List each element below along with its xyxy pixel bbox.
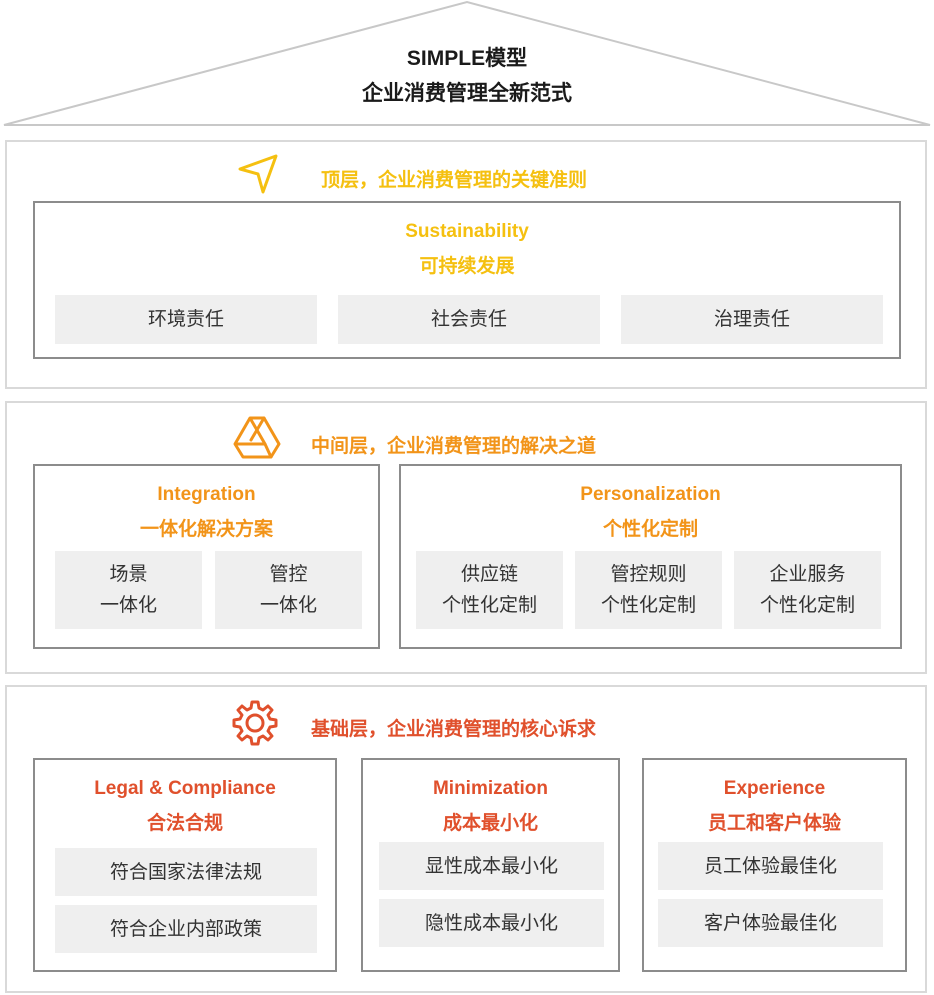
sustainability-title: Sustainability	[405, 221, 529, 242]
item-line: 供应链	[460, 564, 518, 585]
drive-triangle-icon	[233, 413, 281, 461]
personalization-title: Personalization	[580, 484, 721, 505]
item-line: 个性化定制	[441, 595, 537, 616]
experience-title: Experience	[723, 778, 826, 799]
item-implicit-cost-minimization: 隐性成本最小化	[379, 899, 604, 947]
item-social-responsibility: 社会责任	[338, 295, 600, 344]
item-environmental-responsibility: 环境责任	[55, 295, 317, 344]
item-internal-policy-compliance: 符合企业内部政策	[55, 905, 317, 953]
item-control-rules-customization: 管控规则 个性化定制	[575, 551, 722, 629]
personalization-subtitle: 个性化定制	[602, 519, 698, 540]
item-governance-responsibility: 治理责任	[621, 295, 883, 344]
legal-compliance-subtitle: 合法合规	[146, 813, 223, 834]
base-layer: 基础层，企业消费管理的核心诉求 Legal & Compliance 合法合规 …	[5, 685, 927, 993]
legal-compliance-title: Legal & Compliance	[94, 778, 276, 799]
item-line: 场景	[109, 564, 148, 585]
experience-subtitle: 员工和客户体验	[707, 813, 841, 834]
item-line: 个性化定制	[759, 595, 855, 616]
item-line: 管控	[269, 564, 308, 585]
personalization-box: Personalization 个性化定制 供应链 个性化定制 管控规则 个性化…	[399, 464, 902, 649]
integration-subtitle: 一体化解决方案	[139, 519, 273, 540]
item-control-integration: 管控 一体化	[215, 551, 362, 629]
item-enterprise-service-customization: 企业服务 个性化定制	[734, 551, 881, 629]
middle-layer-header: 中间层，企业消费管理的解决之道	[7, 415, 925, 459]
item-national-law-compliance: 符合国家法律法规	[55, 848, 317, 896]
sustainability-subtitle: 可持续发展	[419, 256, 515, 277]
minimization-title: Minimization	[432, 778, 549, 799]
item-employee-experience: 员工体验最佳化	[658, 842, 883, 890]
navigation-arrow-icon	[233, 148, 281, 196]
legal-compliance-box: Legal & Compliance 合法合规 符合国家法律法规 符合企业内部政…	[33, 758, 337, 972]
roof-outline	[3, 0, 931, 126]
item-explicit-cost-minimization: 显性成本最小化	[379, 842, 604, 890]
gear-icon	[231, 699, 279, 747]
middle-layer: 中间层，企业消费管理的解决之道 Integration 一体化解决方案 场景 一…	[5, 401, 927, 674]
sustainability-box: Sustainability 可持续发展 环境责任 社会责任 治理责任	[33, 201, 901, 359]
model-title: SIMPLE模型	[406, 47, 528, 70]
minimization-subtitle: 成本最小化	[442, 813, 538, 834]
item-customer-experience: 客户体验最佳化	[658, 899, 883, 947]
model-subtitle: 企业消费管理全新范式	[362, 82, 572, 105]
integration-title: Integration	[157, 484, 256, 505]
item-line: 企业服务	[769, 564, 846, 585]
experience-box: Experience 员工和客户体验 员工体验最佳化 客户体验最佳化	[642, 758, 907, 972]
top-layer-label: 顶层，企业消费管理的关键准则	[321, 170, 588, 191]
item-line: 一体化	[259, 595, 317, 616]
minimization-box: Minimization 成本最小化 显性成本最小化 隐性成本最小化	[361, 758, 620, 972]
base-layer-label: 基础层，企业消费管理的核心诉求	[311, 719, 597, 740]
item-line: 管控规则	[610, 564, 687, 585]
middle-layer-label: 中间层，企业消费管理的解决之道	[311, 436, 597, 457]
top-layer: 顶层，企业消费管理的关键准则 Sustainability 可持续发展 环境责任…	[5, 140, 927, 389]
roof-header: SIMPLE模型 企业消费管理全新范式	[0, 0, 934, 130]
base-layer-header: 基础层，企业消费管理的核心诉求	[7, 700, 925, 746]
integration-box: Integration 一体化解决方案 场景 一体化 管控 一体化	[33, 464, 380, 649]
top-layer-header: 顶层，企业消费管理的关键准则	[7, 152, 925, 194]
item-supply-chain-customization: 供应链 个性化定制	[416, 551, 563, 629]
item-scene-integration: 场景 一体化	[55, 551, 202, 629]
item-line: 个性化定制	[600, 595, 696, 616]
item-line: 一体化	[99, 595, 157, 616]
